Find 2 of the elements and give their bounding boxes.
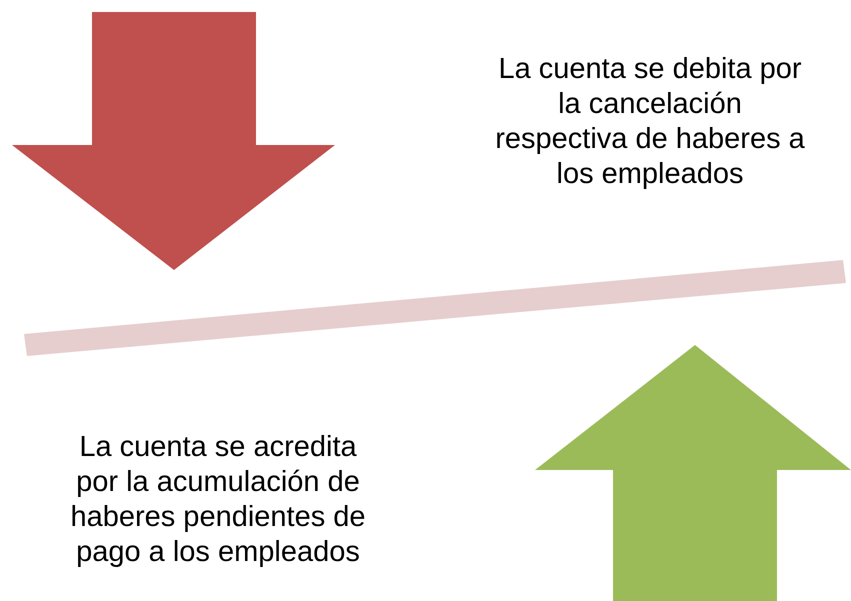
note-text: La cuenta se acredita por la acumulación de haberes pendientes de pago a los empleados (69, 430, 367, 570)
note-text: La cuenta se debita por la cancelación respectiva de haberes a los empleados (495, 52, 805, 192)
